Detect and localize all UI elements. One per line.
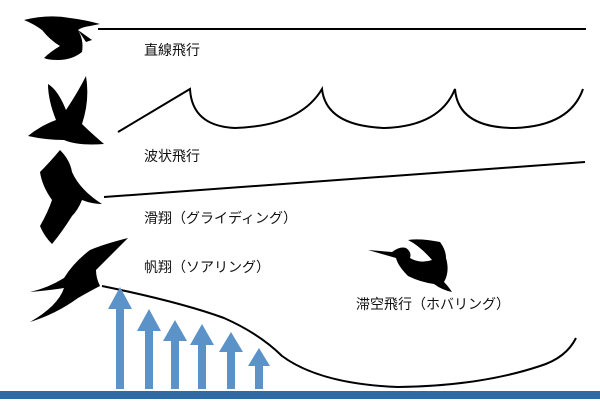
label-straight-flight: 直線飛行 <box>144 43 200 59</box>
flapping-crow-icon <box>24 16 100 60</box>
hummingbird-icon <box>368 239 452 292</box>
label-undulating-flight: 波状飛行 <box>144 149 200 165</box>
gliding-flight-path <box>103 161 586 198</box>
wings-up-eagle-icon <box>28 76 104 145</box>
gliding-hawk-icon <box>40 150 102 244</box>
undulating-flight-path <box>117 85 584 133</box>
updraft-arrow-icon <box>108 287 270 389</box>
label-hovering-flight: 滞空飛行（ホバリング） <box>356 297 510 313</box>
label-gliding-flight: 滑翔（グライディング） <box>144 211 298 227</box>
label-soaring-flight: 帆翔（ソアリング） <box>144 260 270 276</box>
ground-line <box>0 391 600 399</box>
soaring-albatross-icon <box>30 238 128 322</box>
soaring-hovering-path <box>101 285 577 389</box>
